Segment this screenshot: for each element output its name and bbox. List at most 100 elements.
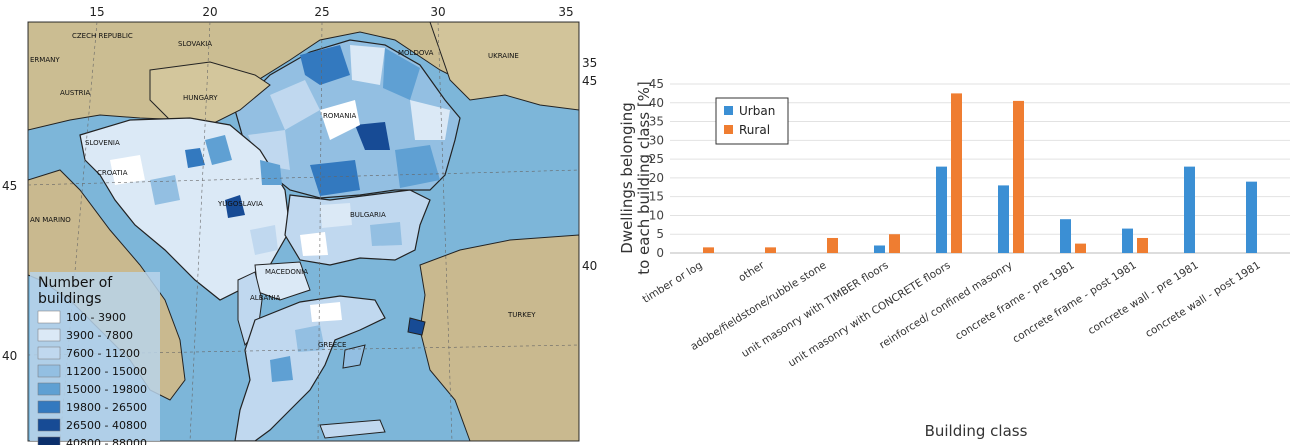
y-tick-label: 5 — [656, 227, 664, 241]
lon-tick: 35 — [558, 5, 573, 19]
bulgaria-districts — [300, 203, 402, 256]
bar-urban — [1122, 228, 1133, 253]
country-label: AN MARINO — [30, 216, 71, 224]
bar-urban — [998, 185, 1009, 253]
legend-swatch-urban — [724, 106, 733, 115]
bar-urban — [1184, 166, 1195, 253]
legend-title-line-1: Number of — [38, 275, 113, 291]
region-hungary — [149, 61, 271, 126]
country-label: SLOVENIA — [85, 139, 120, 147]
y-tick-label: 30 — [649, 133, 664, 147]
lon-tick: 25 — [314, 5, 329, 19]
bar-urban — [1060, 219, 1071, 253]
legend-swatch-rural — [724, 125, 733, 134]
romania-districts — [248, 45, 450, 196]
greece-districts — [270, 302, 342, 382]
legend-swatch — [37, 364, 61, 378]
legend-item-label: 7600 - 11200 — [66, 347, 140, 360]
country-label: AUSTRIA — [60, 89, 91, 97]
x-tick-label: concrete wall - post 1981 — [1143, 259, 1262, 340]
y-tick-label: 40 — [649, 96, 664, 110]
x-axis-label: Building class — [925, 422, 1028, 440]
country-label: ERMANY — [30, 56, 60, 64]
country-label: MOLDOVA — [398, 49, 434, 57]
legend-item-label: 100 - 3900 — [66, 311, 126, 324]
lat-tick: 45 — [582, 74, 597, 88]
country-label: TURKEY — [507, 311, 536, 319]
country-labels: CZECH REPUBLIC SLOVAKIA MOLDOVA UKRAINE … — [30, 32, 536, 349]
bar-rural — [889, 234, 900, 253]
island-crete — [319, 419, 386, 439]
legend-title-line-2: buildings — [38, 291, 101, 307]
lon-tick: 30 — [430, 5, 445, 19]
legend-item-label: 11200 - 15000 — [66, 365, 147, 378]
chart-legend: Urban Rural — [715, 97, 789, 145]
country-label: MACEDONIA — [265, 268, 308, 276]
lat-tick: 40 — [2, 349, 17, 363]
bar-urban — [1246, 181, 1257, 253]
island-lesbos — [407, 317, 426, 336]
lat-tick: 35 — [582, 56, 597, 70]
y-tick-labels: 0 5 10 15 20 25 30 35 40 45 — [649, 77, 664, 260]
x-tick-label: concrete frame - pre 1981 — [953, 259, 1076, 342]
building-count-map: 15 20 25 30 35 45 40 35 45 40 CZECH REPU… — [0, 0, 597, 445]
bar-rural — [1137, 237, 1148, 253]
y-tick-label: 10 — [649, 208, 664, 222]
legend-swatch — [37, 310, 61, 324]
region-greece — [234, 295, 386, 441]
bar-urban — [936, 166, 947, 253]
lon-tick: 20 — [202, 5, 217, 19]
country-label: BULGARIA — [350, 211, 386, 219]
bar-urban — [874, 245, 885, 253]
country-label: CROATIA — [97, 169, 128, 177]
legend-label-urban: Urban — [739, 104, 775, 118]
y-tick-label: 45 — [649, 77, 664, 91]
y-axis-label-line-2: to each building class [%] — [635, 81, 653, 275]
legend-item-label: 26500 - 40800 — [66, 419, 147, 432]
land-turkey — [419, 234, 579, 441]
legend-swatch — [37, 328, 61, 342]
bar-rural — [1075, 243, 1086, 253]
legend-swatch — [37, 418, 61, 432]
map-svg: 15 20 25 30 35 45 40 35 45 40 CZECH REPU… — [2, 5, 597, 445]
y-tick-label: 25 — [649, 152, 664, 166]
country-label: CZECH REPUBLIC — [72, 32, 133, 40]
x-tick-label: other — [736, 259, 767, 284]
bar-rural — [827, 237, 838, 253]
bar-rural — [765, 247, 776, 253]
legend-swatch — [37, 382, 61, 396]
legend-swatch — [37, 400, 61, 414]
legend-item-label: 40800 - 88000 — [66, 437, 147, 445]
x-tick-label: concrete frame - post 1981 — [1011, 259, 1139, 345]
lat-tick: 45 — [2, 179, 17, 193]
chart-bars — [703, 93, 1257, 254]
legend-label-rural: Rural — [739, 123, 770, 137]
lat-tick-labels: 45 40 35 45 40 — [2, 56, 597, 363]
country-label: YUGOSLAVIA — [217, 200, 263, 208]
legend-item-label: 15000 - 19800 — [66, 383, 147, 396]
country-label: ALBANIA — [250, 294, 281, 302]
y-axis-label-line-1: Dwellings belonging — [618, 102, 636, 253]
country-label: ROMANIA — [323, 112, 357, 120]
y-tick-label: 0 — [656, 246, 664, 260]
country-label: SLOVAKIA — [178, 40, 212, 48]
y-tick-label: 35 — [649, 115, 664, 129]
island-evia — [342, 344, 366, 369]
legend-swatch — [37, 436, 61, 445]
legend-swatch — [37, 346, 61, 360]
yugoslavia-districts — [110, 135, 282, 255]
bar-rural — [703, 247, 714, 253]
country-label: HUNGARY — [183, 94, 218, 102]
y-tick-label: 15 — [649, 190, 664, 204]
legend-item-label: 19800 - 26500 — [66, 401, 147, 414]
lon-tick-labels: 15 20 25 30 35 — [89, 5, 573, 19]
bar-rural — [951, 93, 962, 253]
country-label: GREECE — [318, 341, 346, 349]
x-tick-label: concrete wall - pre 1981 — [1086, 259, 1201, 337]
y-tick-label: 20 — [649, 171, 664, 185]
